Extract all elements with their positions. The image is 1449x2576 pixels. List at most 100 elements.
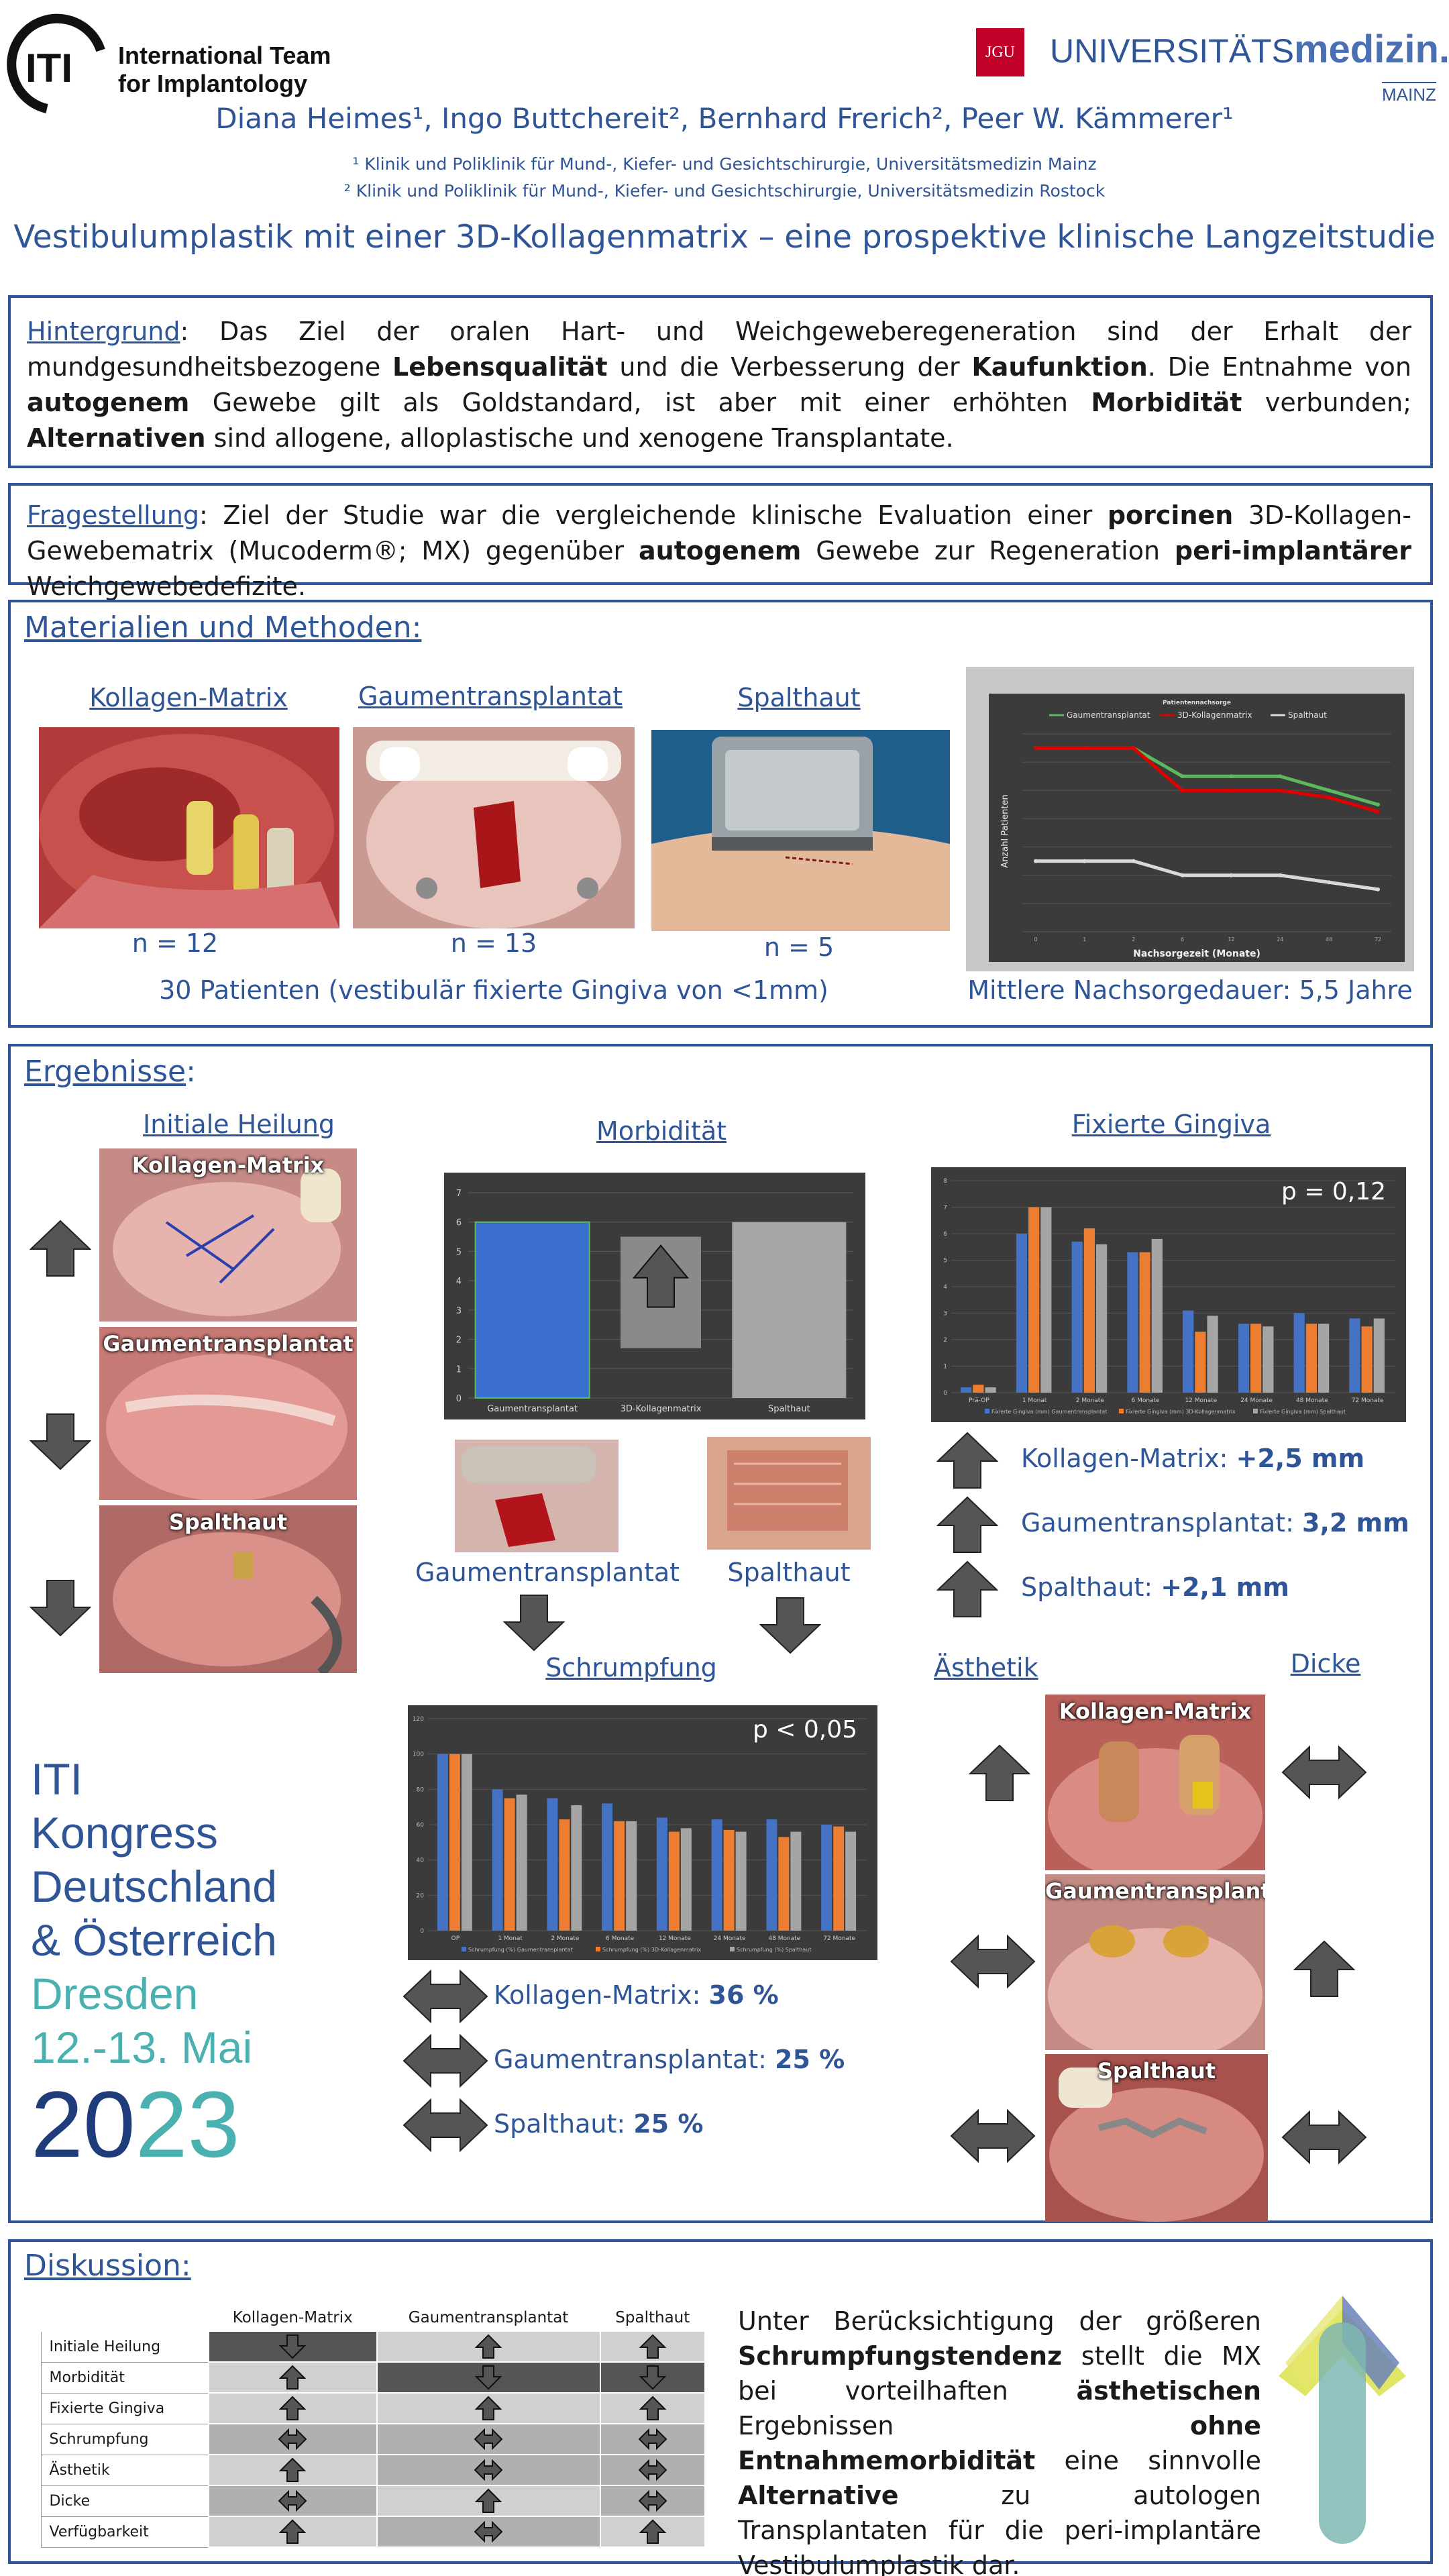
table-row-label: Morbidität <box>40 2361 209 2394</box>
legend-label: Fixierte Gingiva (mm) 3D-Kollagenmatrix <box>1126 1409 1236 1415</box>
table-cell <box>599 2423 706 2455</box>
table-cell <box>208 2516 378 2548</box>
method-title-spalthaut: Spalthaut <box>737 683 861 712</box>
initial-photo-spalthaut: Spalthaut <box>99 1505 357 1673</box>
arrow-both-icon <box>1280 1744 1368 1801</box>
bar <box>961 1387 972 1393</box>
congress-line4: & Österreich <box>31 1915 277 1965</box>
arrow-down-icon <box>638 2365 667 2390</box>
tick-label: 1 <box>943 1364 947 1371</box>
bar <box>547 1798 558 1931</box>
bar <box>845 1831 857 1931</box>
bar <box>626 1821 637 1931</box>
conclusion-bold: Schrumpfungstendenz <box>738 2341 1063 2371</box>
tick-label: 3 <box>456 1306 462 1316</box>
bar <box>1071 1241 1083 1393</box>
shrink-result-kollagen: Kollagen-Matrix: 36 % <box>494 1980 779 2010</box>
congress-line1: ITI <box>31 1754 83 1804</box>
legend-label: Schrumpfung (%) Spalthaut <box>737 1947 811 1953</box>
bar <box>1083 1228 1095 1393</box>
hg-part: und die Verbesserung der <box>607 352 972 382</box>
method-title-gaumen: Gaumentransplantat <box>358 682 623 711</box>
arrow-both-icon <box>949 1933 1037 1990</box>
jgu-logo-text: JGU <box>985 43 1015 61</box>
arrow-both-icon <box>949 2108 1037 2164</box>
tick-label: 7 <box>943 1205 947 1212</box>
shrink-result-value: 25 % <box>633 2109 704 2139</box>
arrow-down-icon <box>757 1595 824 1656</box>
fixed-result-label: Spalthaut: <box>1021 1572 1161 1602</box>
arrow-both-icon <box>401 2033 490 2089</box>
bar <box>1318 1324 1330 1393</box>
followup-note: Mittlere Nachsorgedauer: 5,5 Jahre <box>967 975 1413 1005</box>
results-heading: Ergebnisse: <box>24 1055 196 1089</box>
arrow-up-icon <box>934 1430 1001 1491</box>
category-label: 1 Monat <box>1022 1397 1047 1404</box>
congress-block: ITI Kongress Deutschland & Österreich Dr… <box>31 1752 277 2175</box>
morbid-photo-spalthaut <box>707 1437 871 1550</box>
data-point <box>1131 746 1136 751</box>
legend-label: Fixierte Gingiva (mm) Gaumentransplantat <box>991 1409 1107 1415</box>
conclusion-part: eine sinnvolle <box>1035 2446 1262 2475</box>
category-label: 24 Monate <box>714 1935 746 1942</box>
category-label: 2 Monate <box>551 1935 580 1942</box>
bar <box>668 1831 680 1931</box>
hg-bold: autogenem <box>27 388 190 417</box>
bar <box>492 1789 503 1931</box>
data-point <box>1327 788 1332 793</box>
fixed-result-spalthaut: Spalthaut: +2,1 mm <box>1021 1572 1289 1602</box>
table-cell <box>376 2516 601 2548</box>
photo-kollagen-matrix <box>39 727 339 928</box>
data-point <box>1180 774 1185 779</box>
shrink-heading: Schrumpfung <box>545 1653 717 1682</box>
hg-bold: Kaufunktion <box>971 352 1148 382</box>
arrow-both-icon <box>401 1968 490 2025</box>
axis-label: Anzahl Patienten <box>1000 794 1010 867</box>
legend-swatch <box>1253 1409 1258 1413</box>
shrink-result-value: 25 % <box>775 2045 845 2074</box>
initial-photo-kollagen: Kollagen-Matrix <box>99 1148 357 1322</box>
fixed-heading: Fixierte Gingiva <box>1071 1110 1271 1139</box>
iti-name: International Team for Implantology <box>118 42 331 98</box>
fs-part: 3D-Kollagen-Gewebematrix (Mucoderm®; MX)… <box>27 500 1411 566</box>
bar <box>1361 1326 1373 1393</box>
data-point <box>1278 774 1283 779</box>
arrow-up-icon <box>966 1743 1033 1803</box>
bar <box>680 1828 692 1931</box>
jgu-logo: JGU <box>976 28 1024 76</box>
hg-part: : Das Ziel der oralen Hart- und Weichgew… <box>27 317 1411 382</box>
fs-part: Weichgewebedefizite. <box>27 572 307 601</box>
initial-photo-gaumen: Gaumentransplantat <box>99 1327 357 1500</box>
arrow-both-icon <box>474 2519 503 2544</box>
conclusion-bold: Alternative <box>738 2481 899 2510</box>
fixed-result-gaumen: Gaumentransplantat: 3,2 mm <box>1021 1508 1409 1538</box>
legend-label: 3D-Kollagenmatrix <box>1177 710 1252 720</box>
bar <box>614 1821 625 1931</box>
table-cell <box>208 2330 378 2363</box>
aesthetic-photo-spalthaut: Spalthaut <box>1045 2054 1268 2222</box>
patients-note: 30 Patienten (vestibulär fixierte Gingiv… <box>159 975 828 1005</box>
series-line <box>1036 746 1379 814</box>
photo-spalthaut <box>651 730 950 931</box>
bar <box>735 1831 747 1931</box>
shrink-result-label: Kollagen-Matrix: <box>494 1980 709 2010</box>
tick-label: 48 <box>1326 936 1332 943</box>
aesthetic-label-spalthaut: Spalthaut <box>1097 2058 1216 2084</box>
tick-label: 60 <box>417 1822 425 1829</box>
category-label: 6 Monate <box>606 1935 635 1942</box>
arrow-up-icon <box>278 2396 307 2421</box>
tick-label: 72 <box>1375 936 1381 943</box>
chart-title: Patientennachsorge <box>1163 700 1231 706</box>
data-point <box>1229 788 1234 793</box>
table-row: Ästhetik <box>40 2454 706 2486</box>
data-point <box>1327 795 1332 800</box>
results-heading-text: Ergebnisse <box>24 1055 186 1089</box>
tick-label: 5 <box>943 1258 947 1265</box>
table-cell <box>376 2485 601 2517</box>
category-label: 1 Monat <box>498 1935 523 1942</box>
data-point <box>1034 859 1038 863</box>
data-point <box>1278 873 1283 877</box>
